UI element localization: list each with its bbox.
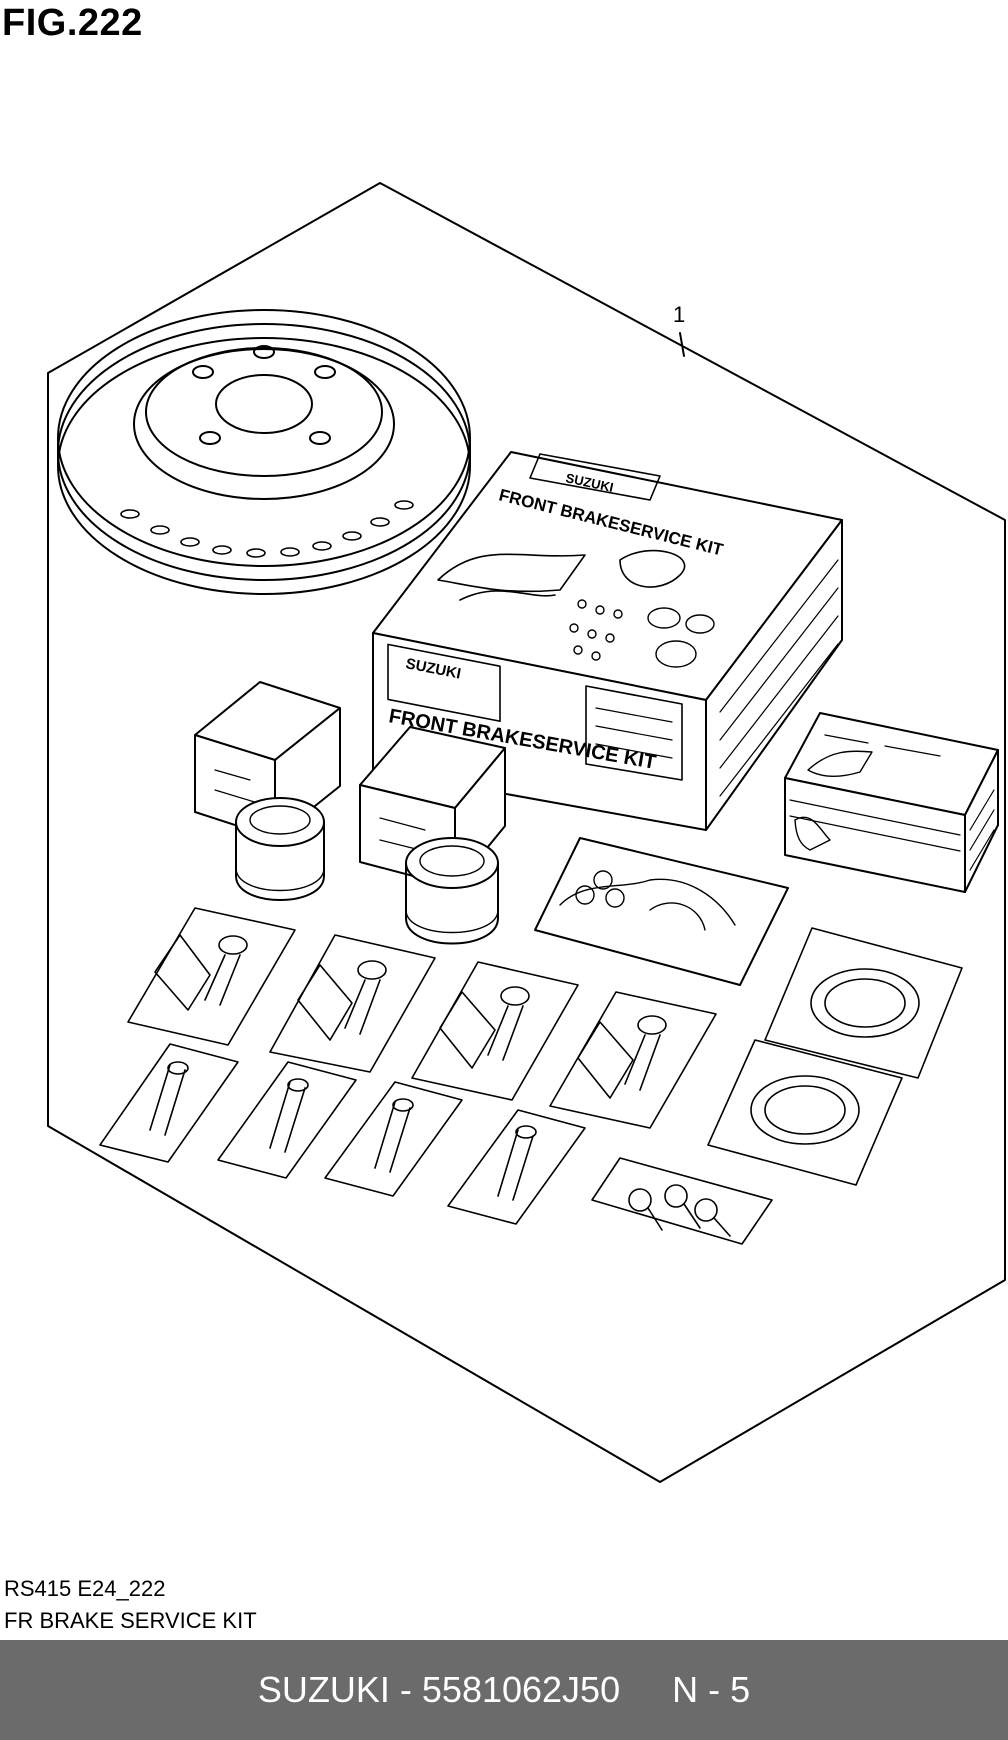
piston-seal-bag-2: [707, 1039, 903, 1186]
callout-leader-1: [679, 332, 685, 357]
callout-number-1: 1: [673, 302, 685, 327]
footer-position: N - 5: [672, 1669, 751, 1710]
small-parts-box: [784, 712, 999, 893]
kit-boundary-outline: [47, 182, 1006, 1483]
exploded-parts-diagram: 1 SUZUKI FRONT BRAKESERVICE KIT: [47, 182, 1006, 1483]
brake-pads-bag: [534, 837, 789, 986]
piston-center: [405, 837, 499, 945]
footer-part-number: SUZUKI - 5581062J50: [257, 1669, 621, 1710]
diagram-description: FR BRAKE SERVICE KIT: [4, 1608, 257, 1633]
guide-pin-bag-4: [549, 991, 717, 1129]
guide-pin-bag-3: [411, 961, 579, 1101]
piston-left: [235, 797, 325, 901]
brake-disc: [57, 309, 471, 595]
model-code: RS415 E24_222: [4, 1576, 166, 1601]
pin-boot-bag-3: [324, 1081, 463, 1197]
figure-title: FIG.222: [2, 2, 143, 44]
pin-boot-bag-2: [217, 1061, 357, 1179]
piston-seal-bag-1: [764, 927, 963, 1079]
footer-bar: SUZUKI - 5581062J50 N - 5: [0, 1640, 1008, 1740]
guide-pin-bag-2: [269, 934, 436, 1073]
pin-boot-bag-4: [447, 1109, 586, 1225]
pin-boot-bag-1: [99, 1043, 239, 1163]
bolts-bag: [591, 1157, 773, 1245]
piston-box-center: [359, 726, 506, 888]
guide-pin-bag-1: [127, 907, 296, 1046]
